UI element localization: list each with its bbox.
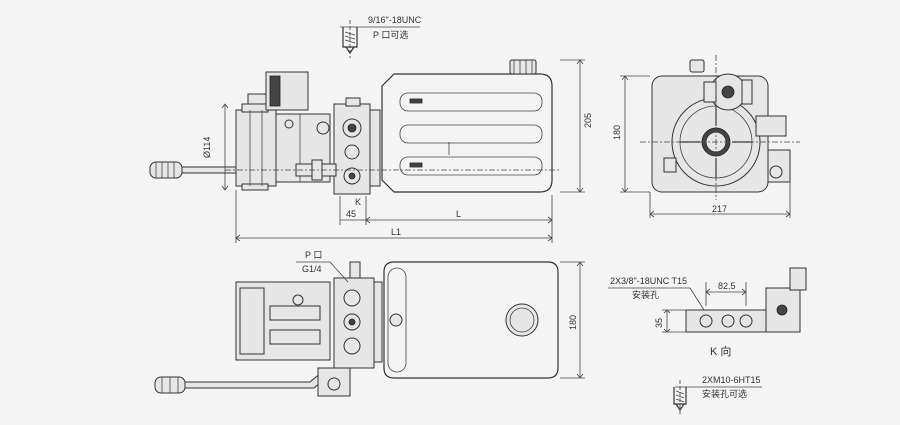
motor-end-cap: [235, 109, 277, 187]
plan-tank: [383, 261, 559, 379]
side-height-label: 180: [612, 125, 622, 140]
plan-port-thread: G1/4: [302, 264, 322, 274]
front-dim-L1: L1: [391, 227, 401, 237]
plan-view: P 口 G1/4 180: [154, 250, 585, 397]
top-thread-callout: 9/16"-18UNC P 口可选: [340, 15, 422, 58]
k-thread-label: 2X3/8"-18UNC T15: [610, 276, 687, 286]
side-view: 180 217: [612, 55, 800, 218]
bottom-thread-callout: 2XM10-6HT15 安装孔可选: [673, 375, 762, 416]
front-view: Ø114 205 K 45 L L1: [149, 59, 593, 243]
top-port-note: P 口可选: [373, 29, 408, 40]
side-width-label: 217: [712, 204, 727, 214]
front-height-label: 205: [583, 113, 593, 128]
filler-cap: [509, 59, 537, 75]
handle-grip: [149, 161, 183, 179]
plan-height-label: 180: [568, 315, 578, 330]
k-view-title: K 向: [710, 344, 731, 358]
k-dim-35: 35: [654, 318, 664, 328]
side-solenoid: [755, 115, 787, 137]
front-diameter-label: Ø114: [202, 137, 212, 158]
k-dim-82: 82.5: [718, 281, 736, 291]
k-note-label: 安装孔: [632, 289, 659, 300]
front-k-label: K: [355, 197, 361, 207]
k-view: 2X3/8"-18UNC T15 安装孔 82.5 35 K 向: [608, 267, 807, 358]
plan-port-label: P 口: [305, 250, 322, 260]
front-dim-L: L: [456, 209, 461, 219]
front-dim-45: 45: [346, 209, 356, 219]
top-thread-label: 9/16"-18UNC: [368, 15, 422, 25]
oil-tank: [381, 73, 553, 193]
bottom-note-label: 安装孔可选: [702, 388, 747, 399]
bottom-thread-label: 2XM10-6HT15: [702, 375, 761, 385]
